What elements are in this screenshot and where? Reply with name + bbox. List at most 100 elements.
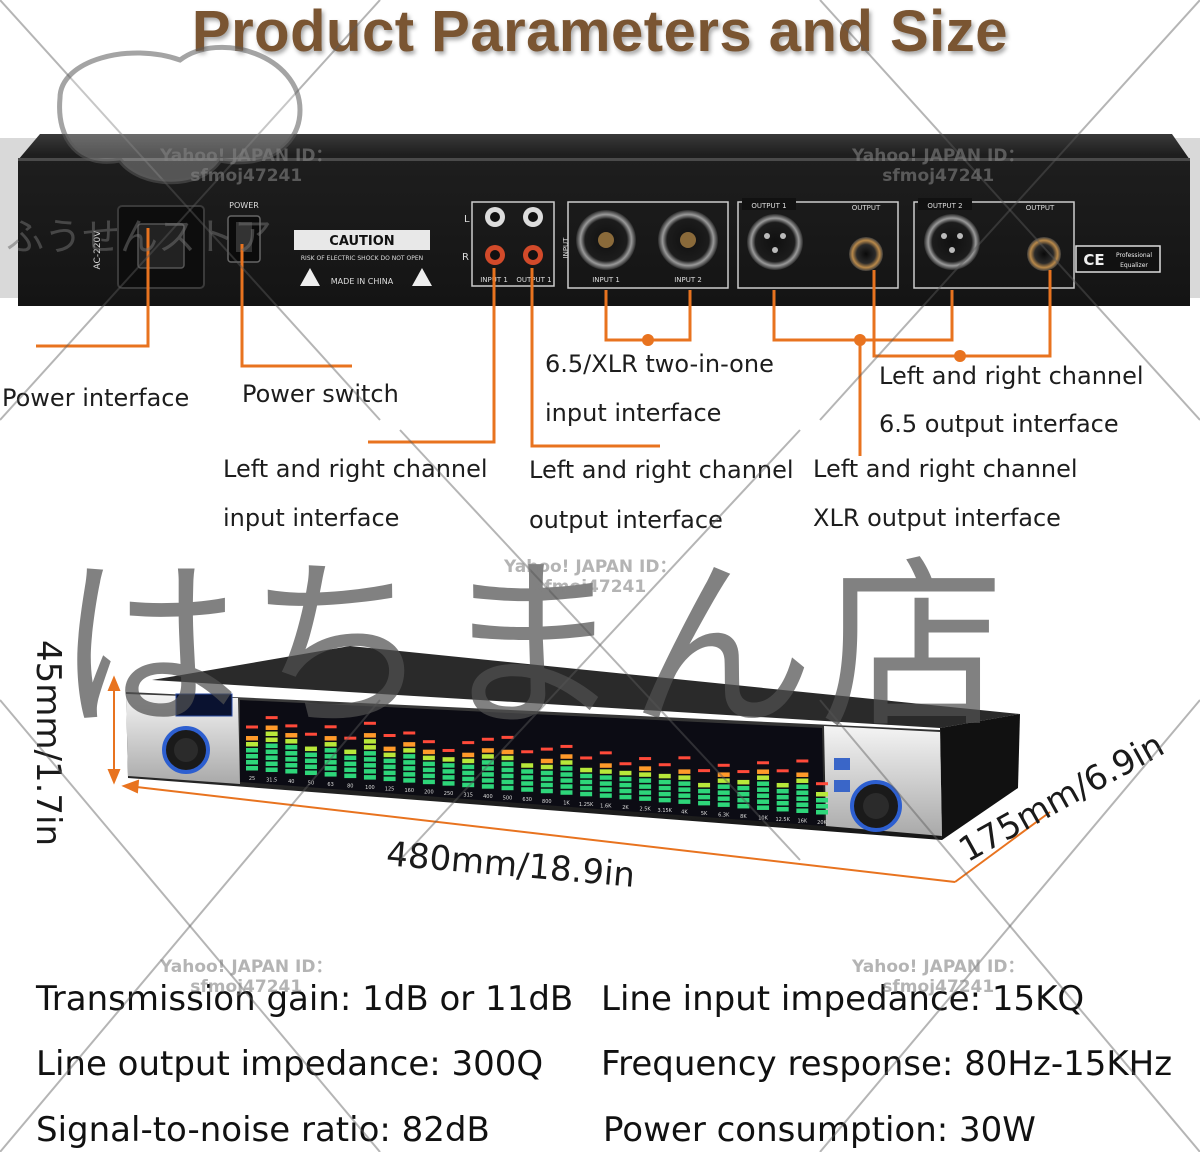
spectrum-peak	[678, 756, 691, 760]
id-watermark-4-line: Yahoo! JAPAN ID：	[160, 957, 333, 977]
spectrum-peak	[285, 724, 298, 728]
frequency-label: 5K	[701, 811, 708, 817]
spectrum-bar-segment	[599, 769, 612, 774]
spectrum-bar-segment	[481, 772, 494, 777]
spectrum-peak	[422, 740, 435, 744]
channel-l-text: L	[464, 214, 470, 225]
spectrum-bar-segment	[363, 751, 376, 756]
spectrum-bar-segment	[540, 788, 553, 794]
spectrum-bar-segment	[285, 763, 298, 768]
spectrum-peak	[246, 725, 258, 729]
spectrum-bar-segment	[717, 790, 730, 795]
spectrum-peak	[658, 763, 671, 767]
spectrum-bar-segment	[521, 781, 534, 786]
spectrum-bar-segment	[501, 755, 514, 761]
page-title: Product Parameters and Size	[191, 0, 1009, 64]
channel-r-text: R	[462, 252, 469, 263]
spectrum-peak	[403, 731, 416, 735]
spectrum-bar-segment	[580, 773, 593, 779]
frequency-label: 80	[347, 784, 353, 790]
spectrum-bar-segment	[324, 772, 337, 777]
id-watermark-1-line: Yahoo! JAPAN ID：	[160, 146, 333, 166]
spectrum-bar-segment	[501, 767, 514, 773]
made-in: MADE IN CHINA	[331, 277, 394, 286]
spectrum-bar-segment	[560, 784, 573, 789]
combo-input-2-text: INPUT 2	[674, 276, 702, 284]
id-watermark-2-line: Yahoo! JAPAN ID：	[852, 146, 1025, 166]
spectrum-peak	[757, 761, 770, 765]
spectrum-bar-segment	[540, 764, 553, 770]
frequency-label: 1K	[563, 800, 570, 806]
spectrum-bar-segment	[344, 767, 357, 773]
spectrum-bar-segment	[757, 769, 770, 774]
spectrum-bar-segment	[599, 787, 612, 792]
spectrum-bar-segment	[265, 737, 278, 743]
spectrum-bar-segment	[816, 798, 828, 803]
spectrum-bar-segment	[678, 787, 691, 792]
voltage-label: AC-220V	[93, 230, 103, 270]
combo-input-side-text: INPUT	[562, 237, 570, 259]
frequency-label: 125	[385, 787, 395, 793]
spectrum-bar-segment	[796, 772, 809, 777]
label-lr65-line2: 6.5 output interface	[879, 410, 1119, 438]
spectrum-peak	[442, 748, 455, 752]
spectrum-bar-segment	[658, 797, 671, 803]
spectrum-bar-segment	[462, 752, 475, 758]
spectrum-bar-segment	[639, 766, 652, 771]
spectrum-bar-segment	[462, 782, 475, 788]
warning-icon	[300, 268, 320, 286]
rear-panel: AC-220V POWER CAUTION RISK OF ELECTRIC S…	[0, 134, 1200, 306]
frequency-label: 40	[288, 779, 294, 785]
spectrum-bar-segment	[560, 754, 573, 759]
label-lr-xlr-line2: XLR output interface	[813, 504, 1061, 532]
spectrum-bar-segment	[816, 792, 828, 797]
spectrum-bar-segment	[422, 755, 435, 761]
combo-input-block	[567, 201, 729, 289]
caution-title: CAUTION	[329, 234, 394, 249]
id-watermark-1-value: sfmoj47241	[190, 166, 303, 187]
spectrum-bar-segment	[658, 785, 671, 791]
spectrum-peak	[796, 759, 809, 763]
spectrum-bar-segment	[501, 773, 514, 779]
spectrum-bar-segment	[442, 763, 455, 768]
spectrum-bar-segment	[462, 770, 475, 776]
spectrum-peak	[344, 736, 357, 740]
spectrum-peak	[462, 741, 475, 745]
frequency-label: 63	[327, 782, 333, 788]
spectrum-bar-segment	[560, 778, 573, 783]
spectrum-bar-segment	[304, 758, 317, 764]
spectrum-bar-segment	[698, 794, 711, 800]
spectrum-bar-segment	[304, 746, 317, 752]
spectrum-bar-segment	[462, 764, 475, 770]
spectrum-bar-segment	[698, 788, 711, 794]
spectrum-bar-segment	[462, 776, 475, 782]
label-lr-xlr-line1: Left and right channel	[813, 455, 1078, 483]
frequency-label: 200	[424, 790, 434, 796]
frequency-label: 2K	[622, 805, 629, 811]
spectrum-bar-segment	[560, 760, 573, 765]
spectrum-bar-segment	[265, 725, 278, 731]
spectrum-bar-segment	[757, 805, 770, 810]
spectrum-bar-segment	[776, 782, 789, 788]
spectrum-bar-segment	[422, 773, 435, 779]
spectrum-bar-segment	[304, 764, 317, 770]
spectrum-peak	[560, 744, 573, 748]
spectrum-peak	[816, 782, 828, 786]
front-side	[940, 714, 1020, 840]
spectrum-bar-segment	[796, 790, 809, 795]
spectrum-bar-segment	[285, 733, 298, 738]
spec-line-input-impedance: Line input impedance: 15KQ	[601, 979, 1085, 1019]
spectrum-bar-segment	[521, 787, 534, 792]
spectrum-bar-segment	[363, 763, 376, 768]
spectrum-bar-segment	[324, 766, 337, 771]
spectrum-bar-segment	[540, 758, 553, 764]
led-readout	[175, 693, 233, 717]
frequency-label: 160	[404, 788, 414, 794]
spectrum-bar-segment	[481, 766, 494, 771]
frequency-label: 16K	[798, 818, 808, 824]
spectrum-bar-segment	[265, 755, 278, 761]
spectrum-peak	[324, 725, 337, 729]
spectrum-bar-segment	[344, 773, 357, 779]
spectrum-bar-segment	[363, 745, 376, 750]
